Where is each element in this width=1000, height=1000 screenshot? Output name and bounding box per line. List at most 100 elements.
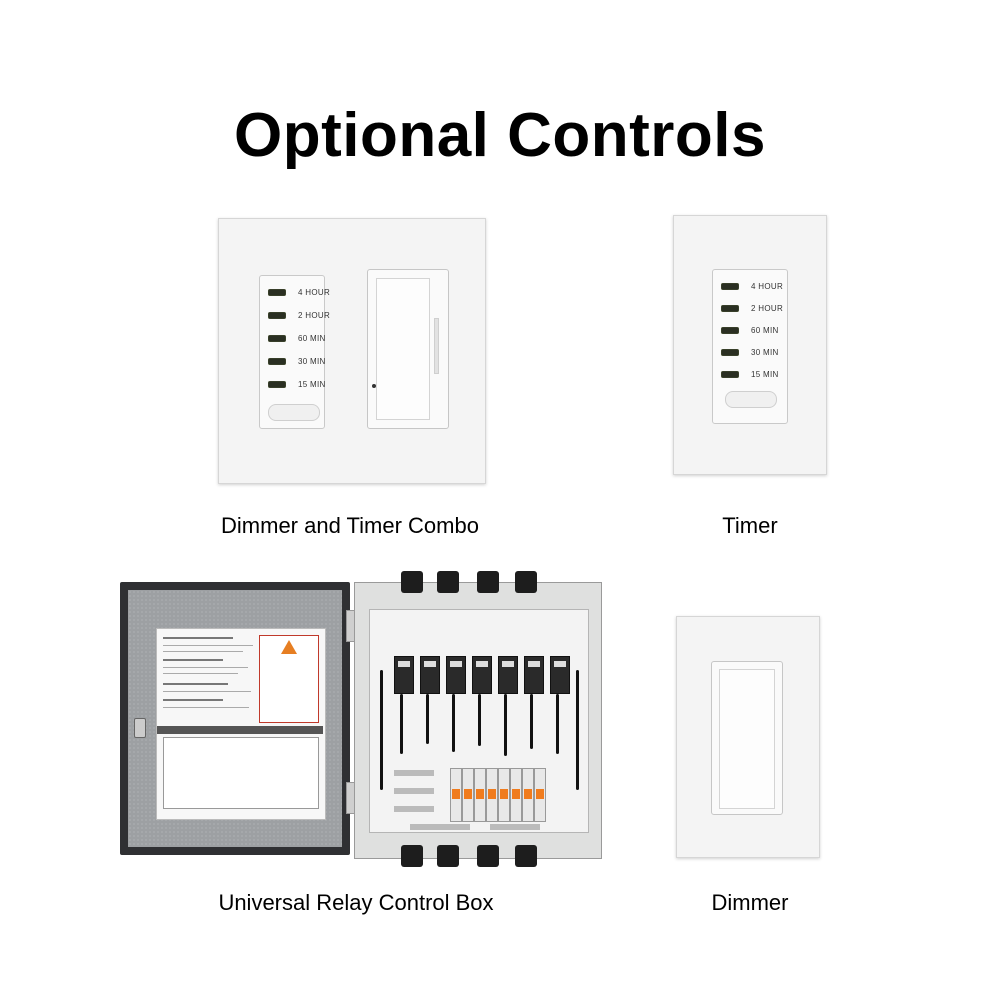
dimmer-module bbox=[367, 269, 449, 429]
wire bbox=[400, 694, 403, 754]
relay-module bbox=[498, 656, 518, 694]
cable-gland-icon bbox=[401, 845, 423, 867]
enclosure-cabinet bbox=[354, 571, 602, 867]
warning-box bbox=[259, 635, 319, 723]
terminal-label bbox=[410, 824, 470, 830]
timer-setting-row[interactable]: 4 HOUR bbox=[721, 280, 783, 292]
circuit-breaker bbox=[510, 768, 522, 822]
timer-setting-row[interactable]: 15 MIN bbox=[721, 368, 779, 380]
cable-gland-icon bbox=[437, 845, 459, 867]
circuit-breaker bbox=[486, 768, 498, 822]
relay-module bbox=[550, 656, 570, 694]
timer-select-button[interactable] bbox=[268, 404, 320, 421]
caption-relay-control-box: Universal Relay Control Box bbox=[218, 890, 494, 915]
dimmer-slider[interactable] bbox=[434, 318, 439, 374]
timer-setting-label: 15 MIN bbox=[298, 379, 326, 389]
circuit-breaker bbox=[534, 768, 546, 822]
timer-setting-row[interactable]: 30 MIN bbox=[721, 346, 779, 358]
label-text-line bbox=[163, 651, 243, 652]
cable-gland-icon bbox=[437, 571, 459, 593]
wire bbox=[380, 670, 383, 790]
caption-dimmer: Dimmer bbox=[711, 890, 789, 915]
relay-control-box bbox=[120, 571, 602, 867]
cable-gland-icon bbox=[401, 571, 423, 593]
circuit-breaker bbox=[522, 768, 534, 822]
indicator-dot-icon bbox=[372, 384, 376, 388]
dimmer-module bbox=[711, 661, 783, 815]
label-text-line bbox=[163, 691, 251, 692]
timer-setting-row[interactable]: 60 MIN bbox=[721, 324, 779, 336]
timer-module: 4 HOUR 2 HOUR 60 MIN 30 MIN 15 MIN bbox=[259, 275, 330, 429]
led-indicator-icon bbox=[268, 334, 286, 342]
circuit-breaker bbox=[462, 768, 474, 822]
caption-dimmer-timer-combo: Dimmer and Timer Combo bbox=[221, 513, 479, 538]
wire bbox=[478, 694, 481, 746]
dimmer-rocker-switch[interactable] bbox=[376, 278, 430, 420]
label-text-line bbox=[163, 645, 253, 646]
timer-setting-row[interactable]: 2 HOUR bbox=[721, 302, 783, 314]
timer-setting-label: 4 HOUR bbox=[298, 287, 331, 297]
timer-setting-label: 30 MIN bbox=[751, 347, 779, 357]
led-indicator-icon bbox=[721, 282, 739, 290]
cable-gland-icon bbox=[515, 571, 537, 593]
dimmer-rocker-switch[interactable] bbox=[719, 669, 775, 809]
label-text-line bbox=[163, 667, 248, 668]
wiring-diagram bbox=[163, 737, 319, 809]
terminal-label bbox=[394, 806, 434, 812]
wire bbox=[556, 694, 559, 754]
led-indicator-icon bbox=[721, 326, 739, 334]
wiring-instruction-label bbox=[156, 628, 326, 820]
timer-setting-row[interactable]: 60 MIN bbox=[268, 332, 326, 344]
led-indicator-icon bbox=[268, 311, 286, 319]
label-header-bar bbox=[157, 726, 323, 734]
led-indicator-icon bbox=[268, 288, 286, 296]
timer-setting-row[interactable]: 15 MIN bbox=[268, 378, 326, 390]
timer-setting-row[interactable]: 30 MIN bbox=[268, 355, 326, 367]
enclosure-door bbox=[120, 582, 350, 855]
relay-module bbox=[394, 656, 414, 694]
timer-select-button[interactable] bbox=[725, 391, 777, 408]
timer-setting-label: 60 MIN bbox=[298, 333, 326, 343]
timer-setting-label: 2 HOUR bbox=[298, 310, 331, 320]
timer-module: 4 HOUR 2 HOUR 60 MIN 30 MIN 15 MIN bbox=[712, 269, 788, 424]
label-text-line bbox=[163, 683, 228, 685]
led-indicator-icon bbox=[721, 348, 739, 356]
page-title: Optional Controls bbox=[233, 101, 767, 170]
circuit-breaker bbox=[474, 768, 486, 822]
relay-module bbox=[446, 656, 466, 694]
door-panel bbox=[128, 590, 342, 847]
timer-setting-row[interactable]: 4 HOUR bbox=[268, 286, 330, 298]
timer-setting-label: 15 MIN bbox=[751, 369, 779, 379]
caption-timer: Timer bbox=[722, 513, 778, 538]
cable-gland-icon bbox=[477, 571, 499, 593]
label-text-line bbox=[163, 659, 223, 661]
mounting-panel bbox=[369, 609, 589, 833]
circuit-breaker bbox=[450, 768, 462, 822]
relay-module bbox=[472, 656, 492, 694]
led-indicator-icon bbox=[268, 380, 286, 388]
timer-plate: 4 HOUR 2 HOUR 60 MIN 30 MIN 15 MIN bbox=[673, 215, 827, 475]
cable-gland-icon bbox=[477, 845, 499, 867]
terminal-label bbox=[490, 824, 540, 830]
led-indicator-icon bbox=[721, 304, 739, 312]
timer-setting-label: 30 MIN bbox=[298, 356, 326, 366]
relay-module bbox=[524, 656, 544, 694]
dimmer-plate bbox=[676, 616, 820, 858]
relay-module bbox=[420, 656, 440, 694]
timer-setting-label: 2 HOUR bbox=[751, 303, 784, 313]
timer-setting-label: 60 MIN bbox=[751, 325, 779, 335]
door-latch-icon bbox=[134, 718, 146, 738]
dimmer-timer-combo-plate: 4 HOUR 2 HOUR 60 MIN 30 MIN 15 MIN bbox=[218, 218, 486, 484]
led-indicator-icon bbox=[721, 370, 739, 378]
label-text-line bbox=[163, 673, 238, 674]
label-text-line bbox=[163, 699, 223, 701]
cable-gland-icon bbox=[515, 845, 537, 867]
wire bbox=[452, 694, 455, 752]
led-indicator-icon bbox=[268, 357, 286, 365]
wire bbox=[426, 694, 429, 744]
terminal-label bbox=[394, 770, 434, 776]
terminal-label bbox=[394, 788, 434, 794]
wire bbox=[576, 670, 579, 790]
circuit-breaker bbox=[498, 768, 510, 822]
timer-setting-row[interactable]: 2 HOUR bbox=[268, 309, 330, 321]
